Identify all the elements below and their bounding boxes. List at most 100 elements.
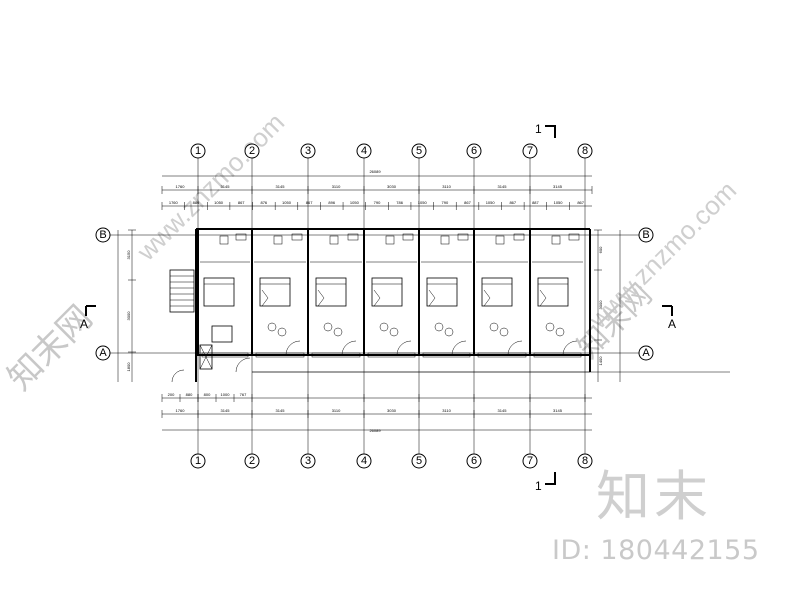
section-mark-top: 1 xyxy=(535,122,556,138)
window xyxy=(255,352,305,358)
chair-icon xyxy=(545,322,555,332)
dimension-detail-top: 867 xyxy=(306,200,313,205)
axis-label-bottom-3: 3 xyxy=(305,455,311,467)
window xyxy=(311,352,361,358)
dimension-right: 600 xyxy=(598,246,603,253)
sink-icon xyxy=(347,233,359,241)
dimension-detail-top: 1050 xyxy=(554,200,564,205)
dimension-bay-bottom: 3145 xyxy=(276,408,286,413)
axis-bubble-top-4 xyxy=(356,143,372,159)
axis-bubble-top-5 xyxy=(411,143,427,159)
dimension-detail-bottom: 880 xyxy=(186,392,193,397)
dimension-detail-top: 867 xyxy=(238,200,245,205)
sink-icon xyxy=(235,233,247,241)
dimension-bay-top: 3110 xyxy=(332,184,341,189)
dimension-detail-bottom: 800 xyxy=(204,392,211,397)
axis-label-left-B: B xyxy=(99,229,106,241)
axis-bubble-right-B xyxy=(638,227,654,243)
chair-icon xyxy=(489,322,499,332)
window xyxy=(367,352,416,358)
dimension-right: 3000 xyxy=(598,300,603,310)
bed xyxy=(315,277,347,307)
axis-bubble-right-A xyxy=(638,345,654,361)
dimension-detail-top: 876 xyxy=(260,200,267,205)
axis-label-bottom-7: 7 xyxy=(527,455,533,467)
dimension-bay-bottom: 3110 xyxy=(442,408,451,413)
axis-label-bottom-8: 8 xyxy=(582,455,588,467)
dimension-left: 1800 xyxy=(126,362,131,372)
sink-icon xyxy=(513,233,525,241)
washbasin-counter xyxy=(211,325,233,343)
dimension-detail-top: 896 xyxy=(328,200,335,205)
window xyxy=(477,352,527,358)
axis-bubble-bottom-7 xyxy=(522,453,538,469)
dimension-detail-top: 887 xyxy=(532,200,539,205)
watermark-logo: 知末 xyxy=(596,465,712,528)
room-3 xyxy=(307,229,362,358)
axis-label-top-8: 8 xyxy=(582,145,588,157)
bed xyxy=(537,277,569,307)
dimension-bay-top: 3030 xyxy=(387,184,397,189)
section-mark-bottom: 1 xyxy=(535,472,556,493)
sink-icon xyxy=(568,233,580,241)
chair-icon xyxy=(277,327,287,337)
toilet-icon xyxy=(219,235,229,245)
sink-icon xyxy=(402,233,414,241)
section-mark-right: A xyxy=(662,305,676,331)
toilet-icon xyxy=(273,235,283,245)
shower-x xyxy=(199,344,213,370)
axis-label-right-B: B xyxy=(642,229,649,241)
dimension-detail-top: 790 xyxy=(374,200,381,205)
room-1-bed xyxy=(171,277,251,383)
toilet-icon xyxy=(551,235,561,245)
section-letter-left: A xyxy=(80,317,88,331)
dimension-right: 1400 xyxy=(598,356,603,366)
watermark-id: ID: 180442155 xyxy=(552,535,760,566)
dimension-bay-top: 3110 xyxy=(442,184,451,189)
axis-label-left-A: A xyxy=(99,347,107,359)
blanket-fold xyxy=(261,289,269,307)
axis-bubble-top-6 xyxy=(466,143,482,159)
axis-label-top-1: 1 xyxy=(195,145,201,157)
dimension-left: 3150 xyxy=(126,250,131,260)
blanket-fold xyxy=(539,289,547,307)
door-swing xyxy=(171,369,185,383)
dimension-detail-top: 867 xyxy=(577,200,584,205)
dimension-detail-top: 1050 xyxy=(418,200,428,205)
section-arrow-top xyxy=(545,125,556,138)
dimension-bay-bottom: 3145 xyxy=(498,408,508,413)
section-mark-left: A xyxy=(80,305,96,331)
axis-label-bottom-4: 4 xyxy=(361,455,367,467)
dimension-detail-top: 880 xyxy=(193,200,200,205)
dimension-bay-bottom: 3030 xyxy=(387,408,397,413)
toilet-icon xyxy=(440,235,450,245)
dimension-detail-bottom: 1000 xyxy=(221,392,231,397)
blanket-fold xyxy=(373,289,381,307)
dimension-bay-top: 3145 xyxy=(498,184,508,189)
section-arrow-bottom xyxy=(545,472,556,485)
dimension-bay-top: 3145 xyxy=(221,184,231,189)
axis-label-bottom-6: 6 xyxy=(471,455,477,467)
axis-bubble-bottom-6 xyxy=(466,453,482,469)
dimension-bay-bottom: 1760 xyxy=(176,408,186,413)
dimension-detail-top: 867 xyxy=(509,200,516,205)
dimension-bay-top: 1760 xyxy=(176,184,186,189)
room-5 xyxy=(418,229,472,358)
bed xyxy=(481,277,513,307)
room-2 xyxy=(251,229,306,358)
dimension-detail-top: 1050 xyxy=(214,200,224,205)
dimension-bay-top: 3145 xyxy=(276,184,286,189)
blanket-fold xyxy=(317,289,325,307)
axis-bubble-bottom-5 xyxy=(411,453,427,469)
axis-bubble-bottom-1 xyxy=(190,453,206,469)
bed xyxy=(203,277,235,307)
dimension-detail-top: 1050 xyxy=(486,200,496,205)
chair-icon xyxy=(379,322,389,332)
axis-bubble-left-A xyxy=(95,345,111,361)
toilet-icon xyxy=(495,235,505,245)
dimension-bay-bottom: 3145 xyxy=(221,408,231,413)
axis-bubble-top-3 xyxy=(300,143,316,159)
dimension-detail-bottom: 767 xyxy=(240,392,247,397)
stair-outline xyxy=(169,269,195,313)
section-letter-right: A xyxy=(668,317,676,331)
